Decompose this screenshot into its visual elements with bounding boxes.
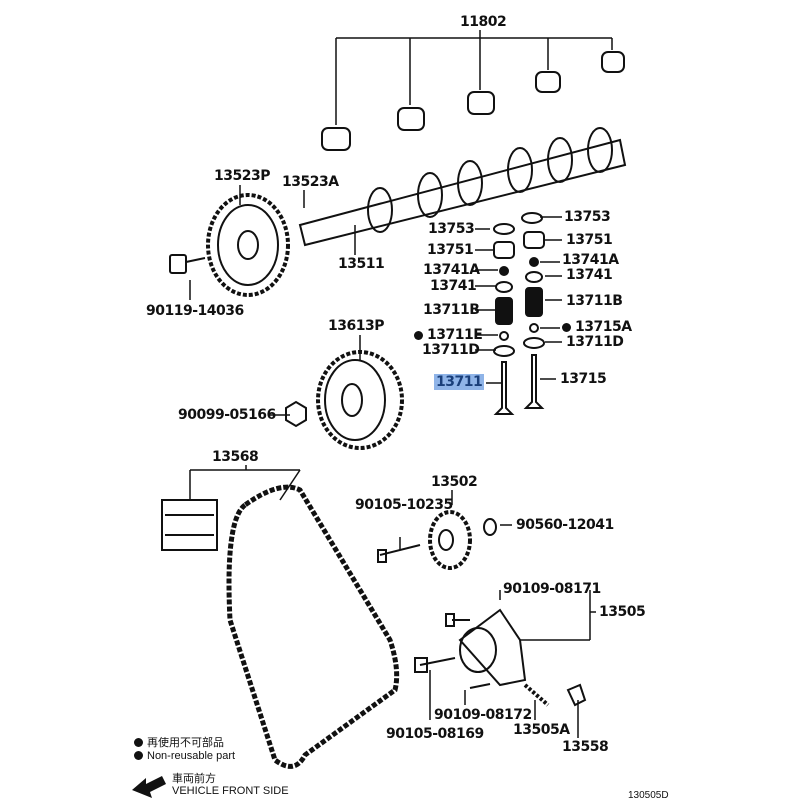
camshaft-timing-pulley-icon: [206, 193, 290, 297]
part-number: 13711E: [427, 327, 483, 343]
part-label[interactable]: 13558: [562, 739, 609, 755]
legend-jp: 再使用不可部品: [134, 734, 224, 750]
part-label[interactable]: 13505: [599, 604, 646, 620]
valve-components-icon: [493, 212, 545, 415]
part-label[interactable]: 90119-14036: [146, 303, 244, 319]
part-label[interactable]: 13751: [566, 232, 613, 248]
part-label[interactable]: 13751: [427, 242, 474, 258]
legend-en: Non-reusable part: [134, 750, 235, 762]
part-label[interactable]: 13502: [431, 474, 478, 490]
part-label[interactable]: 13753: [564, 209, 611, 225]
part-label[interactable]: 13511: [338, 256, 385, 272]
part-label[interactable]: 13741: [430, 278, 477, 294]
filled-circle-icon: [134, 738, 143, 747]
legend-jp-text: 再使用不可部品: [147, 737, 224, 749]
part-label-non-reusable[interactable]: 13711E: [414, 327, 483, 343]
part-label[interactable]: 13711B: [566, 293, 623, 309]
part-label[interactable]: 13741A: [562, 252, 619, 268]
leader-lines: [189, 30, 613, 738]
timing-belt-icon: [226, 484, 400, 769]
part-label-non-reusable[interactable]: 13715A: [562, 319, 632, 335]
part-label[interactable]: 13568: [212, 449, 259, 465]
part-label[interactable]: 13523A: [282, 174, 339, 190]
part-label[interactable]: 13741: [566, 267, 613, 283]
nut-icon: [285, 400, 307, 428]
part-label[interactable]: 13711D: [566, 334, 624, 350]
filled-circle-icon: [562, 323, 571, 332]
part-label[interactable]: 11802: [460, 14, 507, 30]
filled-circle-icon: [414, 331, 423, 340]
legend-en-text: Non-reusable part: [147, 750, 236, 762]
bolt-icon: [169, 254, 206, 274]
diagram-code: 130505D: [628, 790, 669, 800]
tensioner-icon: [414, 608, 587, 707]
part-label[interactable]: 13523P: [214, 168, 270, 184]
camshaft-icon: [298, 127, 627, 247]
part-label[interactable]: 13715: [560, 371, 607, 387]
part-label[interactable]: 90105-10235: [355, 497, 453, 513]
direction-jp: 車両前方: [172, 773, 216, 785]
part-label[interactable]: 90560-12041: [516, 517, 614, 533]
part-label[interactable]: 13711B: [423, 302, 480, 318]
arrow-left-icon: [132, 776, 166, 798]
part-label[interactable]: 90099-05166: [178, 407, 276, 423]
idler-pulley-icon: [377, 510, 497, 570]
part-number: 13715A: [575, 319, 632, 335]
part-label-highlighted[interactable]: 13711: [434, 374, 485, 390]
part-label[interactable]: 90109-08172: [434, 707, 532, 723]
filled-circle-icon: [134, 751, 143, 760]
part-label[interactable]: 13753: [428, 221, 475, 237]
crankshaft-timing-pulley-icon: [316, 350, 404, 450]
part-label[interactable]: 90105-08169: [386, 726, 484, 742]
part-label[interactable]: 13741A: [423, 262, 480, 278]
part-label[interactable]: 90109-08171: [503, 581, 601, 597]
part-label[interactable]: 13613P: [328, 318, 384, 334]
part-label[interactable]: 13505A: [513, 722, 570, 738]
direction-en: VEHICLE FRONT SIDE: [172, 785, 289, 797]
belt-package-icon: [161, 499, 218, 551]
part-label[interactable]: 13711D: [422, 342, 480, 358]
camshaft-bearings-icon: [321, 51, 625, 151]
